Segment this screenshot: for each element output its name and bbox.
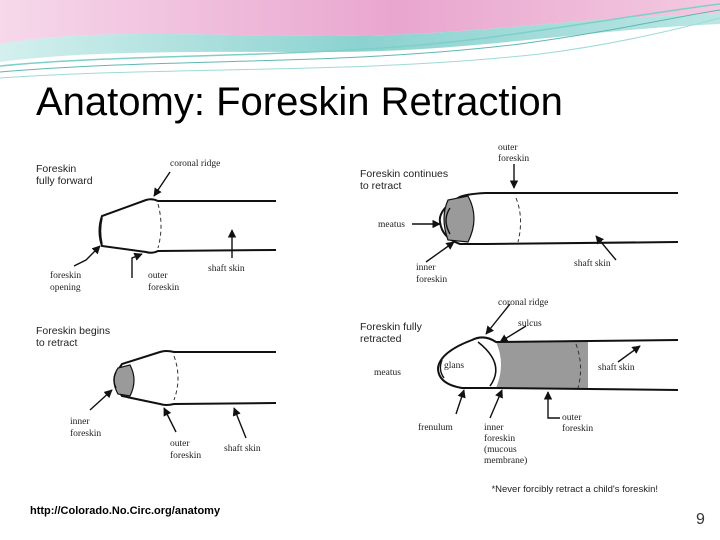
panel-foreskin-continues-to-retract: Foreskin continues to retract outer fore…: [360, 143, 679, 285]
panel-foreskin-fully-forward: Foreskin fully forward coronal ridge for…: [36, 159, 277, 293]
panel-4-arrow-shaft-skin: [617, 345, 641, 363]
panel-2-label-outer-foreskin-line-2: foreskin: [498, 153, 529, 164]
panel-4-glans: [477, 341, 497, 387]
panel-1-label-foreskin-opening-line-1: foreskin: [50, 270, 81, 281]
panel-1-label-coronal-ridge: coronal ridge: [170, 159, 220, 169]
panel-2-outline: [438, 192, 679, 245]
panel-1-arrow-foreskin-opening: [73, 245, 101, 267]
panel-4-meatus-tip: [439, 359, 445, 379]
panel-1-outline: [98, 198, 277, 254]
panel-2-label-inner-foreskin: inner foreskin: [416, 263, 447, 285]
panel-4-label-inner-foreskin-line-1: inner: [484, 423, 504, 433]
panel-4-retracted-foreskin-band: [496, 340, 588, 388]
panel-4-label-outer-foreskin-line-2: foreskin: [562, 423, 593, 434]
banner-line-2: [0, 9, 720, 73]
panel-4-arrow-frenulum: [455, 389, 466, 415]
panel-4-label-frenulum: frenulum: [418, 422, 453, 433]
banner-line-3: [0, 17, 720, 79]
panel-3-outline: [115, 350, 277, 406]
panel-4-arrow-coronal-ridge: [485, 303, 511, 335]
panel-3-label-inner-foreskin-line-2: foreskin: [70, 428, 101, 439]
panel-4-label-inner-foreskin: inner foreskin (mucous membrane): [484, 423, 527, 466]
banner-pink-wave: [0, 0, 720, 44]
panel-4-label-glans: glans: [444, 361, 464, 371]
banner-teal-wave: [0, 14, 720, 62]
panel-3-glans-contour: [173, 355, 179, 401]
panel-3-label-outer-foreskin-line-1: outer: [170, 439, 190, 449]
panel-4-label-meatus: meatus: [374, 368, 401, 378]
panel-3-heading-line-2: to retract: [36, 337, 78, 349]
panel-3-exposed-inner-foreskin: [113, 364, 135, 397]
panel-1-opening: [99, 217, 103, 245]
panel-1-heading-line-1: Foreskin: [36, 163, 76, 175]
panel-4-label-inner-foreskin-line-2: foreskin: [484, 433, 515, 444]
panel-4-heading: Foreskin fully retracted: [360, 321, 425, 345]
panel-2-arrow-inner-foreskin: [425, 241, 455, 263]
decorative-header-banner: [0, 0, 720, 79]
panel-1-heading: Foreskin fully forward: [36, 163, 93, 187]
panel-1-label-outer-foreskin-line-1: outer: [148, 271, 168, 281]
panel-3-label-outer-foreskin-line-2: foreskin: [170, 450, 201, 461]
panel-4-arrow-sulcus: [499, 325, 527, 343]
panel-3-heading: Foreskin begins to retract: [36, 325, 113, 349]
panel-4-label-inner-foreskin-line-4: membrane): [484, 455, 527, 466]
panel-foreskin-fully-retracted: Foreskin fully retracted coronal ridge s…: [360, 298, 679, 466]
panel-3-arrow-shaft-skin: [232, 407, 247, 439]
panel-4-outline: [436, 336, 679, 391]
panel-4-label-coronal-ridge: coronal ridge: [498, 298, 548, 308]
panel-3-arrow-outer-foreskin: [163, 407, 177, 433]
panel-2-label-inner-foreskin-line-1: inner: [416, 263, 436, 273]
banner-line-1: [0, 3, 720, 67]
panel-4-label-outer-foreskin-line-1: outer: [562, 413, 582, 423]
panel-1-arrow-coronal-ridge: [153, 171, 171, 197]
panel-2-heading-line-1: Foreskin continues: [360, 168, 448, 180]
panel-1-label-outer-foreskin-line-2: foreskin: [148, 282, 179, 293]
panel-2-label-meatus: meatus: [378, 220, 405, 230]
panel-2-exposed-inner-foreskin: [443, 195, 475, 243]
slide-title: Anatomy: Foreskin Retraction: [36, 80, 563, 124]
panel-1-label-shaft-skin: shaft skin: [208, 263, 245, 274]
panel-2-label-outer-foreskin-line-1: outer: [498, 143, 518, 153]
panel-2-fold-contour: [515, 197, 522, 243]
panel-4-label-outer-foreskin: outer foreskin: [562, 413, 593, 434]
panel-2-heading-line-2: to retract: [360, 180, 402, 192]
panel-4-heading-line-1: Foreskin fully: [360, 321, 423, 333]
panel-foreskin-begins-to-retract: Foreskin begins to retract inner foreski…: [36, 325, 277, 461]
panel-1-glans-contour: [157, 203, 162, 249]
panel-2-heading: Foreskin continues to retract: [360, 168, 451, 192]
panel-3-label-outer-foreskin: outer foreskin: [170, 439, 201, 461]
panel-4-label-sulcus: sulcus: [518, 319, 542, 329]
panel-4-label-inner-foreskin-line-3: (mucous: [484, 444, 517, 455]
foreskin-retraction-diagram: Foreskin fully forward coronal ridge for…: [36, 143, 679, 495]
retraction-warning: *Never forcibly retract a child's foresk…: [491, 484, 658, 495]
panel-3-label-inner-foreskin: inner foreskin: [70, 417, 101, 439]
panel-2-label-inner-foreskin-line-2: foreskin: [416, 274, 447, 285]
panel-2-arrow-shaft-skin: [595, 235, 617, 261]
panel-4-shaft-contour: [575, 343, 582, 389]
panel-4-heading-line-2: retracted: [360, 333, 402, 345]
panel-3-heading-line-1: Foreskin begins: [36, 325, 110, 337]
panel-1-label-foreskin-opening: foreskin opening: [50, 270, 84, 293]
panel-1-heading-line-2: fully forward: [36, 175, 93, 187]
panel-3-arrow-inner-foreskin: [89, 389, 113, 411]
panel-4-label-shaft-skin: shaft skin: [598, 362, 635, 373]
panel-3-label-shaft-skin: shaft skin: [224, 443, 261, 454]
slide-page-number: 9: [696, 511, 705, 528]
source-link-text: http://Colorado.No.Circ.org/anatomy: [30, 505, 221, 517]
panel-2-label-shaft-skin: shaft skin: [574, 258, 611, 269]
panel-3-glans-tip: [113, 371, 117, 389]
panel-1-arrow-outer-foreskin: [131, 252, 143, 278]
panel-1-label-outer-foreskin: outer foreskin: [148, 271, 179, 293]
panel-3-label-inner-foreskin-line-1: inner: [70, 417, 90, 427]
panel-1-label-foreskin-opening-line-2: opening: [50, 283, 81, 293]
panel-4-arrow-inner-foreskin: [489, 389, 503, 419]
panel-4-arrow-outer-foreskin: [543, 391, 560, 419]
panel-2-label-outer-foreskin: outer foreskin: [498, 143, 529, 164]
panel-2-glans-tip: [445, 207, 451, 235]
